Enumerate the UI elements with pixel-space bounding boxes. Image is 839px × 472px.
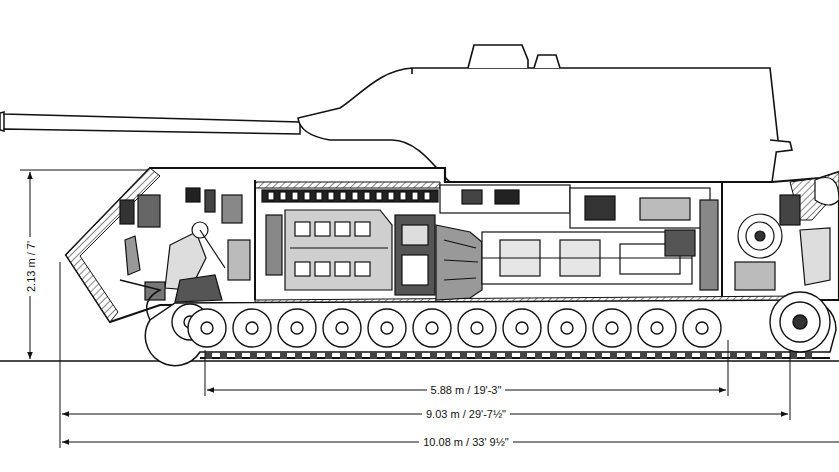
- dimension-lines: [20, 170, 839, 448]
- hull: [66, 168, 839, 322]
- turret: [298, 45, 792, 182]
- gun: [0, 112, 300, 134]
- final-drive: [722, 178, 839, 297]
- crew-compartment: [120, 180, 255, 302]
- dimension-label: 2.13 m / 7': [25, 236, 38, 295]
- road-wheels: [172, 292, 830, 352]
- generator: [436, 185, 718, 300]
- dimension-label: 5.88 m / 19'-3": [427, 384, 506, 397]
- dimension-label: 9.03 m / 29'-7½": [422, 408, 510, 421]
- track: [120, 280, 836, 366]
- engine: [262, 190, 438, 295]
- ground-line: [0, 360, 839, 362]
- dimension-label: 10.08 m / 33' 9½": [419, 436, 513, 449]
- armour-section: [66, 168, 839, 322]
